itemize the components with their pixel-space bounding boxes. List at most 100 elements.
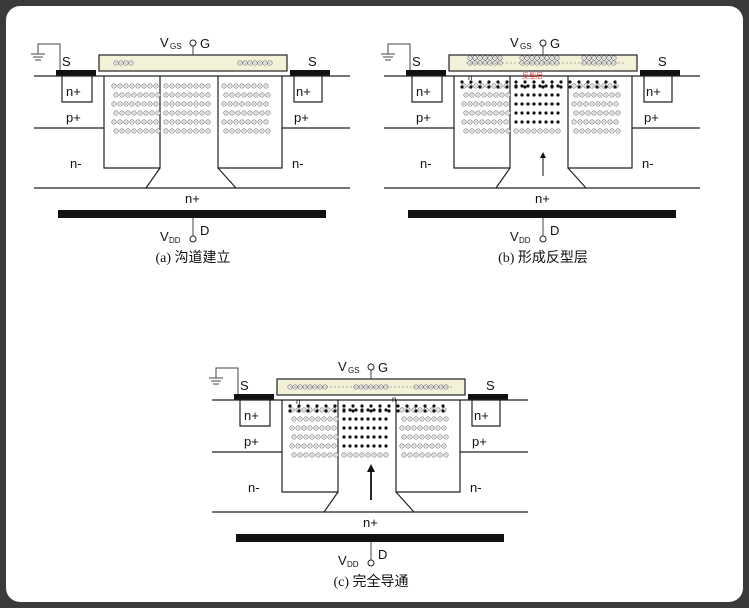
electron-dot <box>423 409 427 413</box>
electron-dot <box>544 93 548 97</box>
source-label-left: S <box>240 378 249 393</box>
electron-dot <box>342 417 346 421</box>
drift-right <box>395 491 415 513</box>
vdd-subscript: DD <box>169 236 181 245</box>
electron-dot <box>423 404 427 408</box>
electron-dot <box>324 404 328 408</box>
inversion-n-label-right: n <box>392 395 396 404</box>
electron-dot <box>538 102 542 106</box>
gate-label: G <box>200 36 210 51</box>
electron-dot <box>487 85 491 89</box>
electron-dot <box>333 409 337 413</box>
source-label-left: S <box>62 54 71 69</box>
electron-dot <box>541 85 545 89</box>
channel-left <box>103 76 161 169</box>
electron-dot <box>369 404 373 408</box>
drain-contact <box>236 534 504 542</box>
electron-dot <box>496 85 500 89</box>
n-minus-label-right: n- <box>470 480 482 495</box>
gate-label: G <box>378 360 388 375</box>
electron-dot <box>526 102 530 106</box>
n-minus-label-left: n- <box>248 480 260 495</box>
electron-dot <box>405 404 409 408</box>
electron-dot <box>297 409 301 413</box>
electron-dot <box>351 404 355 408</box>
electron-dot <box>354 426 358 430</box>
gate-label: G <box>550 36 560 51</box>
electron-dot <box>315 409 319 413</box>
source-contact-left <box>406 70 446 76</box>
n-plus-label-left: n+ <box>244 408 259 423</box>
p-plus-label-left: p+ <box>244 434 259 449</box>
electron-dot <box>460 80 464 84</box>
electron-dot <box>478 80 482 84</box>
electron-dot <box>372 444 376 448</box>
electron-dot <box>532 102 536 106</box>
n-plus-well-left <box>61 76 93 103</box>
electron-dot <box>556 111 560 115</box>
vgs-label: V <box>338 359 347 374</box>
vgs-subscript: GS <box>348 366 360 375</box>
electron-dot <box>538 120 542 124</box>
electron-dot <box>550 93 554 97</box>
electron-dot <box>405 409 409 413</box>
electron-dot <box>577 80 581 84</box>
electron-dot <box>538 111 542 115</box>
electron-dot <box>372 408 376 412</box>
electron-dot <box>613 85 617 89</box>
drain-terminal-icon <box>367 559 375 567</box>
electron-dot <box>342 404 346 408</box>
electron-dot <box>384 417 388 421</box>
electron-dot <box>538 93 542 97</box>
vdd-label: V <box>510 229 519 244</box>
electron-dot <box>351 409 355 413</box>
source-label-left: S <box>412 54 421 69</box>
electron-dot <box>514 93 518 97</box>
n-minus-label-left: n- <box>420 156 432 171</box>
electron-dot <box>544 84 548 88</box>
electron-dot <box>469 85 473 89</box>
n-plus-label-left: n+ <box>416 84 431 99</box>
drain-contact <box>58 210 326 218</box>
electron-dot <box>378 409 382 413</box>
source-label-right: S <box>658 54 667 69</box>
electron-dot <box>532 120 536 124</box>
electron-dot <box>333 404 337 408</box>
electron-dot <box>372 417 376 421</box>
electron-dot <box>315 404 319 408</box>
n-plus-label-right: n+ <box>296 84 311 99</box>
electron-dot <box>550 80 554 84</box>
electron-dot <box>550 111 554 115</box>
electron-dot <box>532 80 536 84</box>
channel-right <box>217 76 283 169</box>
electron-dot <box>556 120 560 124</box>
electron-dot <box>523 80 527 84</box>
electron-dot <box>526 111 530 115</box>
electron-dot <box>384 408 388 412</box>
drain-contact <box>408 210 676 218</box>
channel-left <box>281 400 339 493</box>
electron-dot <box>550 85 554 89</box>
electron-dot <box>348 444 352 448</box>
electron-dot <box>544 102 548 106</box>
electron-dot <box>556 93 560 97</box>
electron-dot <box>544 111 548 115</box>
drain-label: D <box>378 547 387 562</box>
gate-terminal-icon <box>189 39 197 47</box>
ground-wire <box>215 367 239 394</box>
electron-dot <box>360 409 364 413</box>
electron-dot <box>532 111 536 115</box>
vdd-label: V <box>160 229 169 244</box>
vdd-label: V <box>338 553 347 568</box>
vgs-label: V <box>160 35 169 50</box>
electron-dot <box>384 435 388 439</box>
caption-c: (c) 完全导通 <box>333 573 408 590</box>
electron-dot <box>520 93 524 97</box>
electron-dot <box>550 120 554 124</box>
electron-dot <box>523 85 527 89</box>
electron-dot <box>387 404 391 408</box>
drift-left <box>323 491 339 513</box>
electron-dot <box>586 80 590 84</box>
electron-dot <box>487 80 491 84</box>
